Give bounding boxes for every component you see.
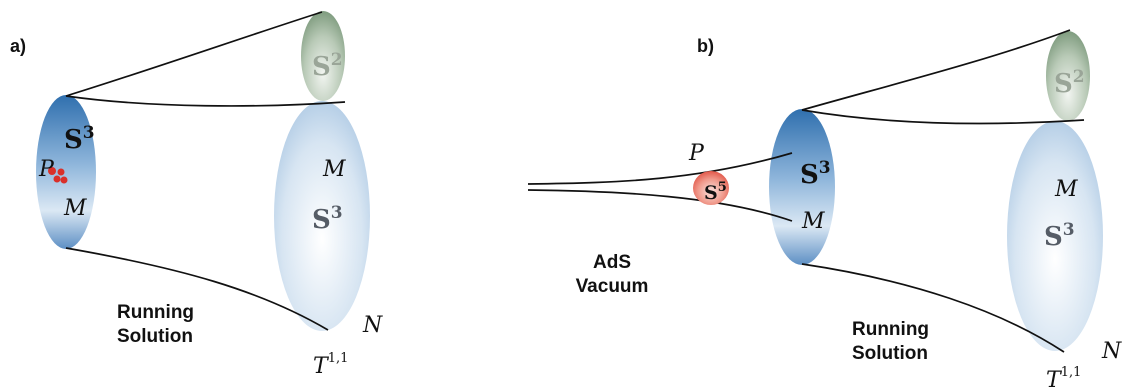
panel-a-caption-line2: Solution xyxy=(117,326,193,347)
panel-b-s3-right-label: S3 xyxy=(1044,220,1075,252)
panel-a-label-n: N xyxy=(362,313,383,338)
panel-b-throat-upper xyxy=(527,152,793,185)
panel-b-s2-sphere xyxy=(1046,31,1090,121)
panel-b-edge-bottom xyxy=(801,263,1065,353)
panel-b-vacuum-caption-line1: AdS xyxy=(593,252,631,273)
panel-b-s3-right-sphere xyxy=(1007,121,1103,351)
panel-b-vacuum-caption-line2: Vacuum xyxy=(576,276,649,297)
panel-b-label-m-left: M xyxy=(801,209,825,234)
panel-a-edge-bottom xyxy=(65,247,329,331)
panel-a-s3-right-sphere xyxy=(274,101,370,331)
panel-a-red-point-1 xyxy=(48,167,56,175)
panel-a-label-t11: T1,1 xyxy=(313,351,348,379)
panel-a-red-point-4 xyxy=(60,176,68,184)
panel-a-red-point-3 xyxy=(53,175,61,183)
panel-a-label: a) xyxy=(10,36,26,56)
panel-b: b) S2 S3 S3 S5 P M M N T1,1 AdS Vacuum R… xyxy=(527,29,1122,389)
panel-a-edge-top-outer xyxy=(65,11,323,97)
panel-b-s3-left-label: S3 xyxy=(800,158,831,190)
panel-a-label-m-right: M xyxy=(322,157,346,182)
panel-a-red-point-2 xyxy=(57,168,65,176)
panel-a: a) S2 S3 S3 P M M N T1,1 Running Solutio… xyxy=(10,11,383,379)
panel-b-label-t11: T1,1 xyxy=(1046,365,1081,389)
panel-b-s3-left-sphere xyxy=(769,109,835,265)
panel-b-label-m-right: M xyxy=(1054,177,1078,202)
panel-b-caption-line1: Running xyxy=(852,319,929,340)
panel-a-caption-line1: Running xyxy=(117,302,194,323)
panel-a-edge-top-inner xyxy=(65,95,346,107)
panel-b-s5-label: S5 xyxy=(704,180,727,204)
panel-b-label: b) xyxy=(697,36,714,56)
panel-b-edge-top-inner xyxy=(801,109,1085,125)
panel-a-s2-label: S2 xyxy=(312,50,343,82)
panel-b-label-p: P xyxy=(688,141,705,166)
panel-a-s3-left-sphere xyxy=(36,95,96,249)
panel-b-s5-sphere xyxy=(693,171,729,205)
panel-a-label-p: P xyxy=(38,157,55,182)
panel-b-s2-label: S2 xyxy=(1054,67,1085,99)
panel-a-label-m-left: M xyxy=(63,196,87,221)
panel-a-s3-right-label: S3 xyxy=(312,203,343,235)
panel-a-s3-left-label: S3 xyxy=(64,123,95,155)
panel-b-label-n: N xyxy=(1101,339,1122,364)
panel-a-s2-sphere xyxy=(301,11,345,101)
panel-b-caption-line2: Solution xyxy=(852,343,928,364)
panel-b-edge-top-outer xyxy=(801,29,1071,111)
panel-b-throat-lower xyxy=(527,189,793,222)
